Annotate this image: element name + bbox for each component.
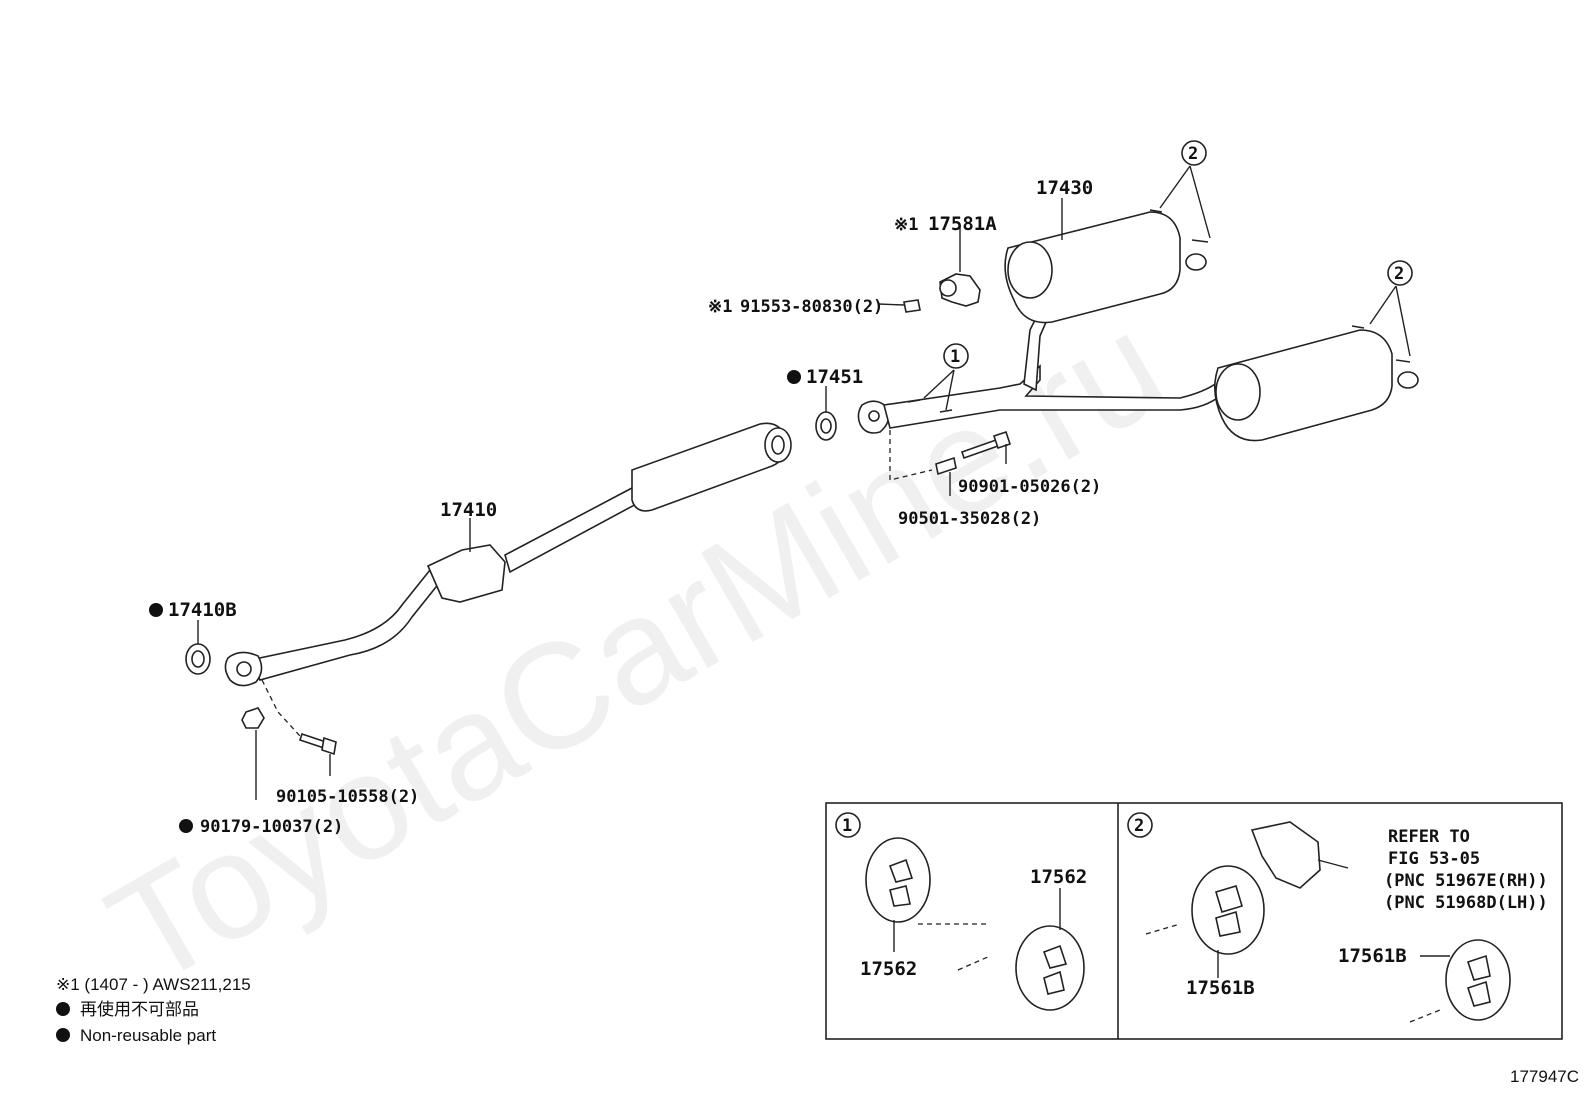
nut-90179 (241, 707, 265, 729)
front-exhaust-pipe (224, 422, 792, 687)
leader-lines (197, 165, 1411, 800)
callout-1: 1 (943, 343, 969, 369)
label-90179: 90179-10037(2) (200, 817, 343, 837)
label-91553-prefix: ※1 (708, 297, 732, 317)
sensor-17581a (939, 273, 981, 307)
label-17410b: 17410B (168, 599, 237, 621)
label-17562-a: 17562 (860, 958, 917, 980)
label-90901: 90901-05026(2) (958, 477, 1101, 497)
svg-text:2: 2 (1188, 144, 1198, 164)
refer-line-4: (PNC 51968D(LH)) (1384, 893, 1548, 913)
label-90501: 90501-35028(2) (898, 509, 1041, 529)
legend-note-3: Non-reusable part (80, 1026, 216, 1045)
legend-dot-2 (56, 1028, 70, 1042)
label-17410: 17410 (440, 499, 497, 521)
label-17561b-b: 17561B (1338, 945, 1407, 967)
svg-text:2: 2 (1134, 816, 1144, 836)
detail-1: 1 17562 17562 (835, 812, 1087, 1011)
refer-line-3: (PNC 51967E(RH)) (1384, 871, 1548, 891)
label-17581a-prefix: ※1 (894, 215, 918, 235)
detail-inset: 1 17562 17562 2 (825, 802, 1563, 1040)
label-90105: 90105-10558(2) (276, 787, 419, 807)
gasket-17410b (185, 643, 211, 675)
nonreusable-mark-17410b (149, 603, 163, 617)
hanger-17562-b (1015, 925, 1085, 1011)
tail-pipe-assembly (857, 209, 1419, 442)
label-17430: 17430 (1036, 177, 1093, 199)
bolt-91553 (903, 299, 921, 313)
legend-note-2: 再使用不可部品 (80, 999, 199, 1019)
label-17581a: 17581A (928, 213, 997, 235)
refer-line-1: REFER TO (1388, 827, 1470, 847)
svg-text:2: 2 (1394, 264, 1404, 284)
refer-line-2: FIG 53-05 (1388, 849, 1480, 869)
callout-2-upper: 2 (1181, 140, 1207, 166)
bracket-51967e (1250, 821, 1349, 889)
label-17562-b: 17562 (1030, 866, 1087, 888)
hanger-17561b-a (1191, 865, 1265, 955)
label-91553: 91553-80830(2) (740, 297, 883, 317)
svg-text:1: 1 (950, 347, 960, 367)
label-17451: 17451 (806, 366, 863, 388)
nonreusable-mark-90179 (179, 819, 193, 833)
legend: ※1 (1407 - ) AWS211,215 再使用不可部品 Non-reus… (56, 975, 251, 1045)
nonreusable-mark-17451 (787, 370, 801, 384)
gasket-17451 (815, 411, 837, 441)
hanger-17562-a (865, 837, 931, 923)
bolt-90105 (298, 732, 337, 756)
legend-note-1: ※1 (1407 - ) AWS211,215 (56, 975, 251, 994)
detail-2: 2 REFER TO FIG 53-05 (PNC 51967E(RH)) (1127, 812, 1548, 1023)
label-17561b-a: 17561B (1186, 977, 1255, 999)
figure-code: 177947C (1510, 1067, 1579, 1086)
svg-text:1: 1 (842, 816, 852, 836)
spring-90501 (935, 456, 957, 476)
legend-dot-1 (56, 1002, 70, 1016)
hanger-17561b-b (1445, 939, 1511, 1021)
callout-2-lower: 2 (1387, 260, 1413, 286)
